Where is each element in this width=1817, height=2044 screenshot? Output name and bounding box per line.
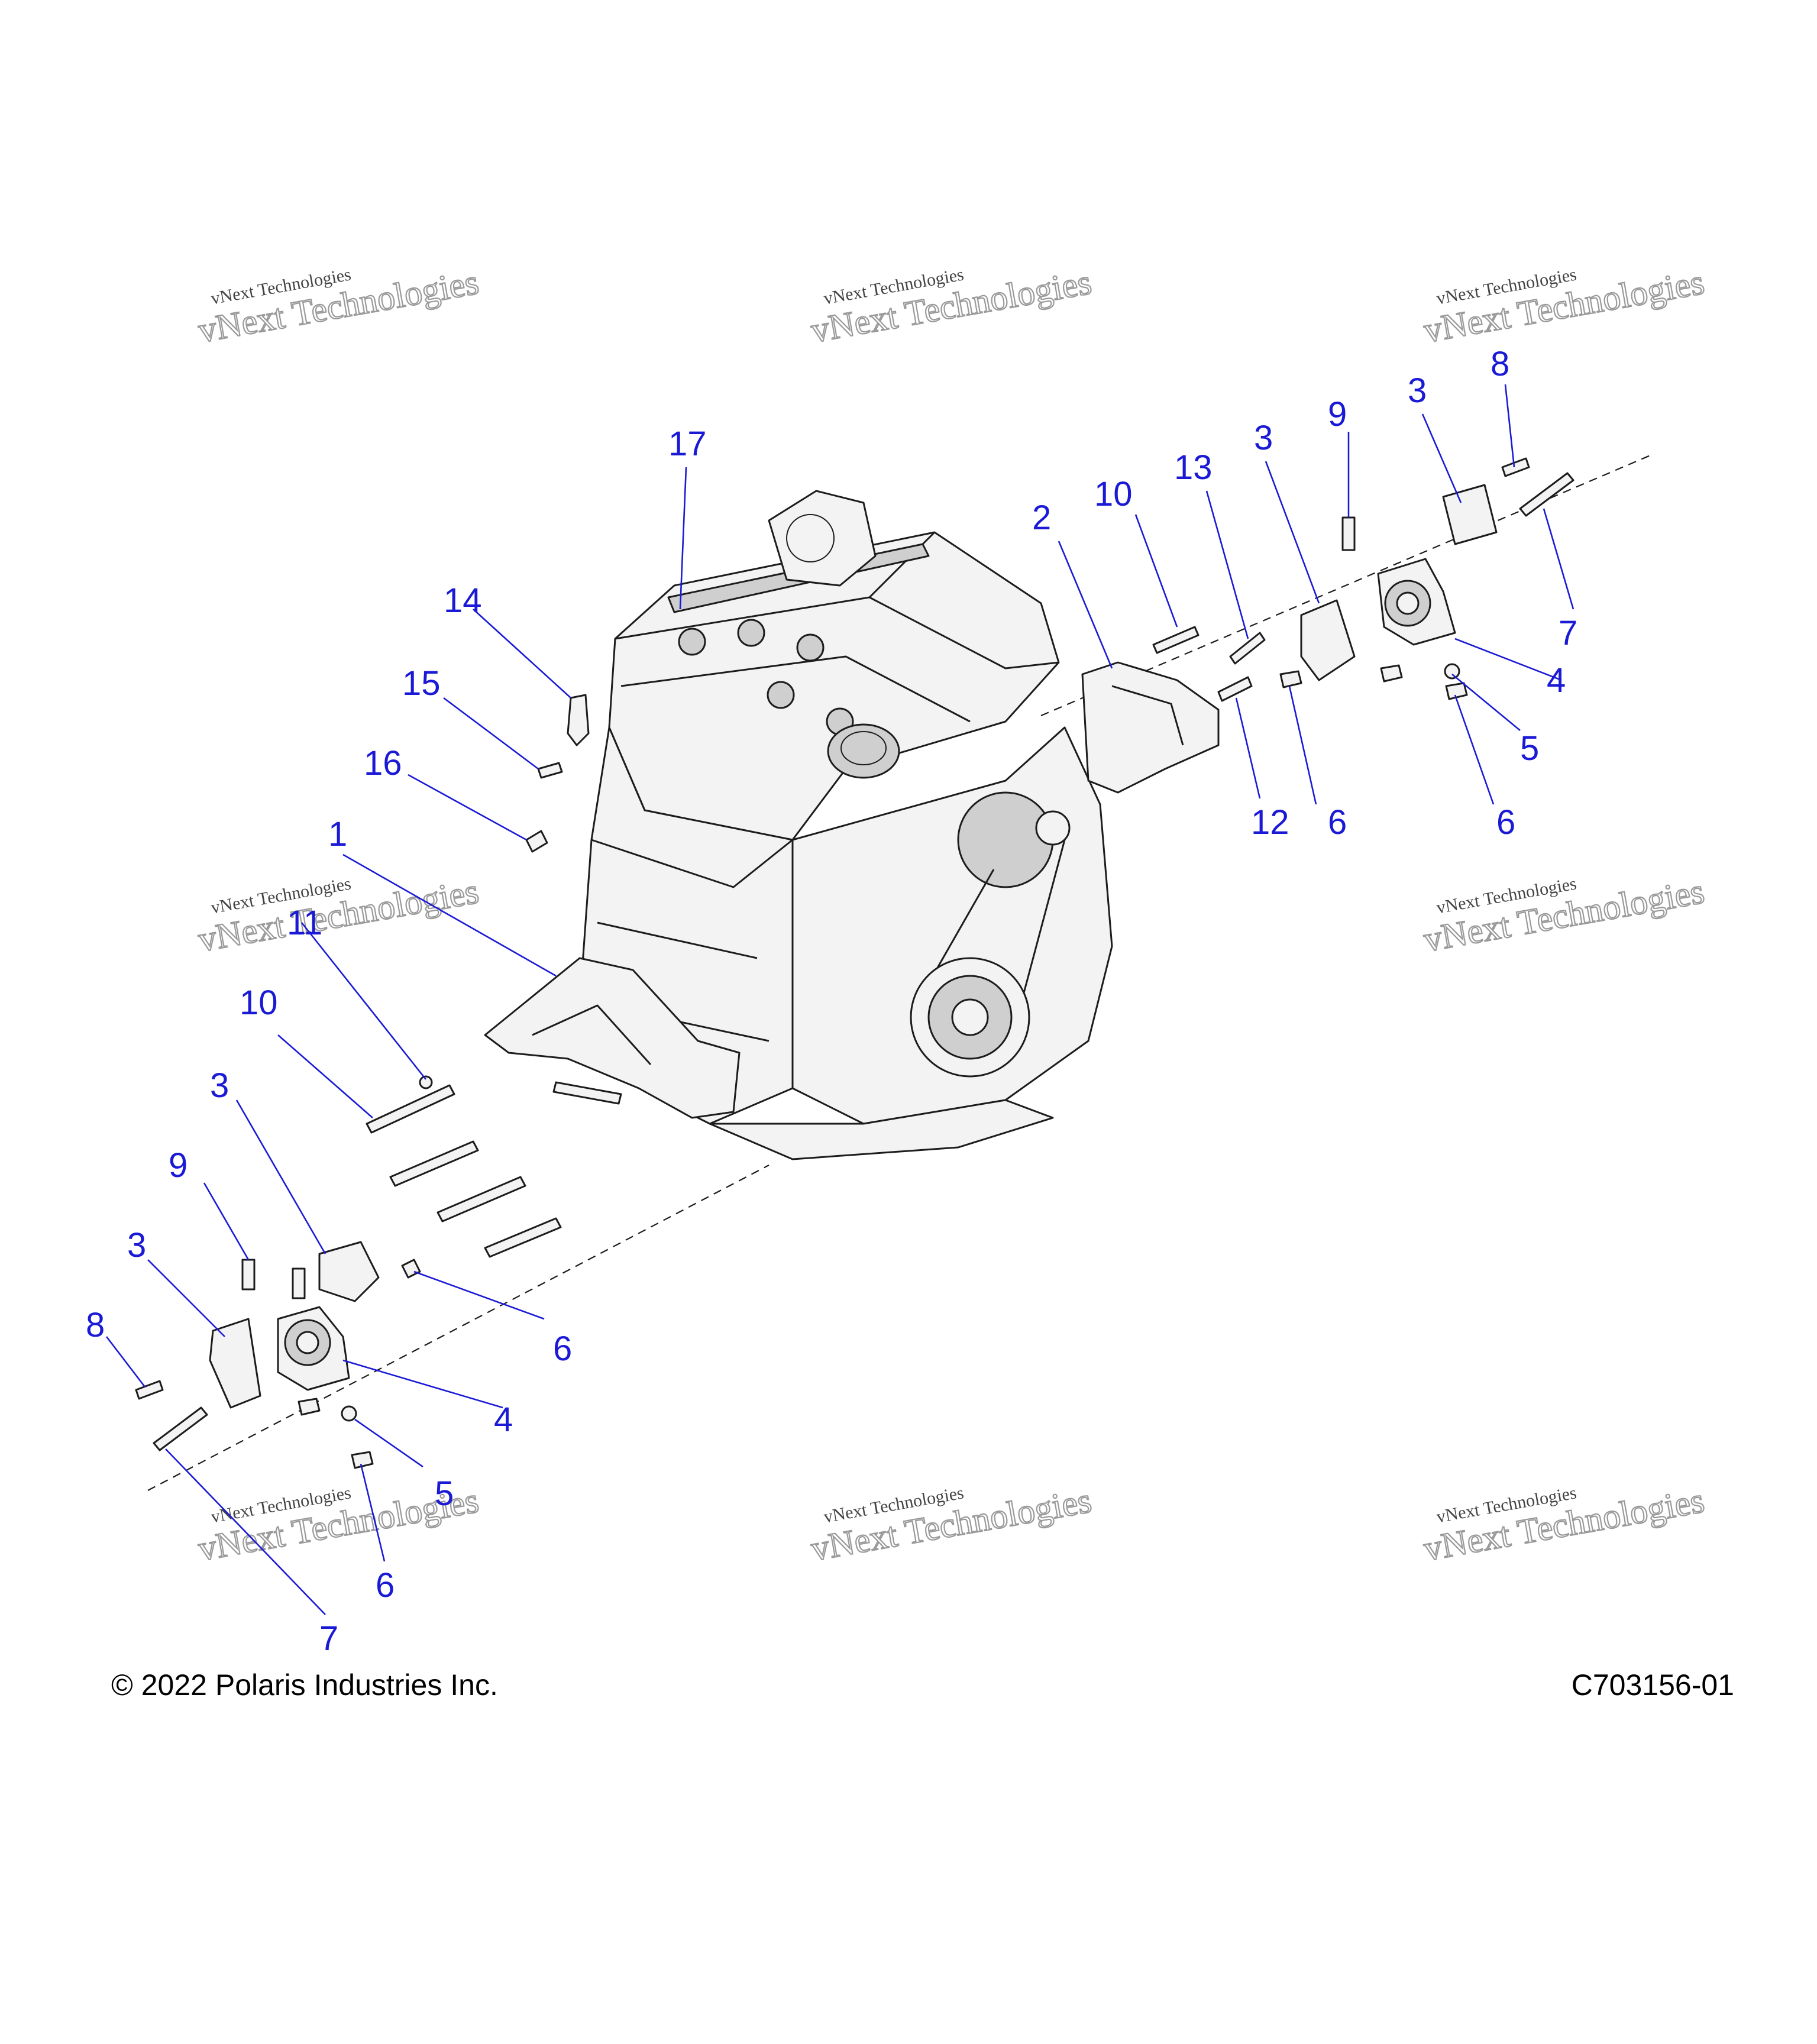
part-3-left-bracket-a (318, 1241, 380, 1302)
callout-7: 7 (319, 1619, 338, 1658)
part-6-right-nut-a (1279, 670, 1302, 688)
callout-9: 9 (1328, 395, 1347, 434)
part-8-left-bolt (135, 1380, 164, 1400)
part-13-right-bolt (1229, 632, 1266, 665)
part-2-right-bracket (1081, 661, 1220, 794)
watermark: vNext Technologies vNext Technologies (1420, 871, 1708, 959)
callout-17: 17 (668, 425, 707, 463)
part-5-right-washer (1444, 663, 1460, 680)
part-10-left-bolt-c (437, 1176, 526, 1222)
callout-4: 4 (494, 1401, 513, 1439)
part-6-right-nut-b (1380, 664, 1403, 683)
callout-1: 1 (328, 815, 347, 853)
part-10-left-bolt-b (389, 1140, 479, 1187)
part-1-left-bracket (484, 957, 741, 1119)
callout-8: 8 (1491, 345, 1509, 383)
part-10-left-bolt-e (552, 1081, 622, 1105)
part-5-left-washer (341, 1405, 357, 1422)
part-6-left-nut-b (351, 1451, 374, 1469)
callout-6: 6 (376, 1566, 395, 1605)
watermark: vNext Technologies vNext Technologies (195, 871, 482, 959)
callout-6: 6 (1328, 803, 1347, 842)
right-mount-parts (1152, 457, 1574, 702)
callout-9: 9 (169, 1146, 187, 1185)
part-4-right-mount (1377, 558, 1456, 646)
left-bolts (366, 1075, 622, 1258)
part-6-right-nut-c (1445, 682, 1468, 700)
left-mount-parts (135, 1241, 421, 1469)
watermark: vNext Technologies vNext Technologies (1420, 261, 1708, 350)
callout-labels: 1 2 3 3 3 3 4 4 5 5 6 6 6 6 7 7 8 8 9 9 … (86, 345, 1577, 1658)
part-6-left-nut-a (298, 1398, 321, 1416)
leader-lines (105, 384, 1574, 1615)
part-6-left-nut-c (401, 1259, 421, 1279)
part-14-lifting-eye (567, 694, 590, 746)
watermark: vNext Technologies vNext Technologies (195, 261, 482, 350)
part-3-right-bracket-a (1300, 599, 1356, 681)
callout-5: 5 (435, 1474, 454, 1513)
watermark: vNext Technologies vNext Technologies (1420, 1480, 1708, 1568)
callout-16: 16 (364, 744, 402, 782)
callout-2: 2 (1032, 499, 1051, 537)
mount-axis-line (147, 454, 1651, 1491)
part-10-left-bolt-d (484, 1217, 562, 1258)
part-7-left-bolt (153, 1406, 208, 1451)
part-16-fitting (525, 830, 548, 853)
callout-8: 8 (86, 1306, 105, 1344)
callout-14: 14 (444, 581, 482, 620)
part-10-right-bolt (1152, 626, 1200, 654)
callout-4: 4 (1547, 661, 1566, 700)
part-8-right-bolt (1501, 457, 1530, 477)
part-7-right-bolt (1519, 472, 1574, 517)
callout-13: 13 (1174, 448, 1213, 487)
copyright-text: © 2022 Polaris Industries Inc. (111, 1668, 498, 1702)
callout-3: 3 (127, 1226, 146, 1264)
watermark: vNext Technologies vNext Technologies (807, 261, 1095, 350)
callout-7: 7 (1559, 614, 1577, 652)
watermark: vNext Technologies vNext Technologies (807, 1480, 1095, 1568)
part-9-left-bolt-a (241, 1259, 256, 1291)
part-12-right-bolt (1217, 676, 1253, 702)
callout-6: 6 (553, 1330, 572, 1368)
part-9-left-bolt-b (292, 1267, 306, 1299)
part-11-left-washer (419, 1075, 433, 1089)
drawing-number: C703156-01 (1571, 1668, 1734, 1702)
callout-3: 3 (1254, 419, 1273, 457)
callout-3: 3 (210, 1066, 229, 1105)
callout-15: 15 (402, 664, 441, 703)
part-15-bolt (537, 762, 563, 779)
callout-5: 5 (1520, 729, 1539, 768)
callout-10: 10 (1094, 475, 1133, 513)
part-3-right-bracket-b (1442, 484, 1498, 545)
part-10-left-bolt (366, 1084, 455, 1134)
callout-3: 3 (1408, 371, 1427, 410)
part-3-left-bracket-b (209, 1318, 261, 1409)
callout-10: 10 (240, 984, 278, 1022)
callout-6: 6 (1496, 803, 1515, 842)
callout-12: 12 (1251, 803, 1289, 842)
part-9-right-bolt (1341, 516, 1356, 551)
part-4-left-mount (277, 1306, 350, 1391)
callout-11: 11 (287, 904, 322, 942)
